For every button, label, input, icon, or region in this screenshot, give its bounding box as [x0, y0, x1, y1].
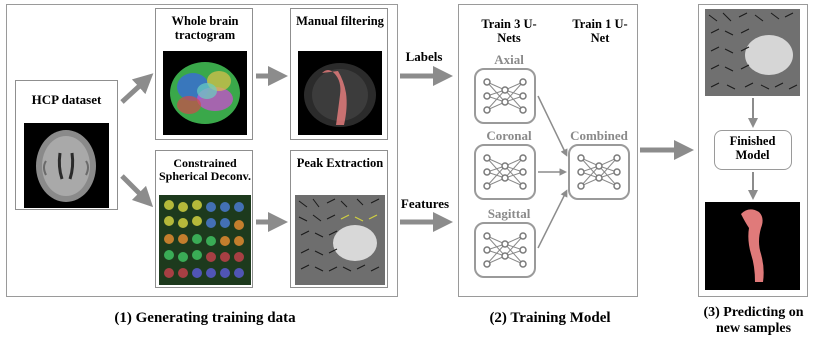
features-arrow-label: Features	[400, 196, 450, 211]
brain-mri-image	[24, 123, 109, 208]
predicted-tract-image	[705, 202, 800, 290]
manual-filtering-image	[298, 51, 382, 135]
train1-label: Train 1 U-Net	[572, 17, 628, 45]
coronal-label: Coronal	[486, 128, 532, 143]
csd-label: Constrained Spherical Deconv.	[159, 156, 251, 184]
manual-filtering-card: Manual filtering	[290, 8, 388, 140]
tractogram-label: Whole brain tractogram	[171, 14, 239, 42]
peak-extraction-image	[295, 195, 385, 285]
tractogram-image	[163, 51, 247, 135]
section1-caption: (1) Generating training data	[114, 310, 296, 326]
hcp-dataset-label: HCP dataset	[31, 92, 102, 107]
hcp-dataset-card: HCP dataset	[15, 80, 118, 210]
peak-extraction-label: Peak Extraction	[296, 156, 384, 170]
sagittal-label: Sagittal	[487, 206, 531, 221]
arrow-axial-to-combined	[537, 95, 568, 157]
section2-caption: (2) Training Model	[489, 310, 611, 326]
arrow-sagittal-to-combined	[537, 189, 568, 249]
prediction-input-image	[705, 9, 800, 96]
train3-label: Train 3 U-Nets	[481, 17, 537, 45]
axial-label: Axial	[494, 52, 524, 67]
combined-label: Combined	[570, 128, 628, 143]
tractogram-card: Whole brain tractogram	[155, 8, 253, 140]
section3-caption: (3) Predicting on new samples	[703, 305, 804, 337]
labels-arrow-label: Labels	[405, 49, 443, 64]
arrow-hcp-to-tractogram	[120, 73, 154, 104]
finished-model-box: Finished Model	[714, 130, 792, 170]
arrow-hcp-to-csd	[120, 174, 154, 208]
csd-image	[159, 195, 251, 285]
peak-extraction-card: Peak Extraction	[290, 150, 388, 288]
csd-card: Constrained Spherical Deconv.	[155, 150, 253, 288]
finished-model-label: Finished Model	[729, 134, 776, 162]
manual-filtering-label: Manual filtering	[296, 14, 384, 28]
